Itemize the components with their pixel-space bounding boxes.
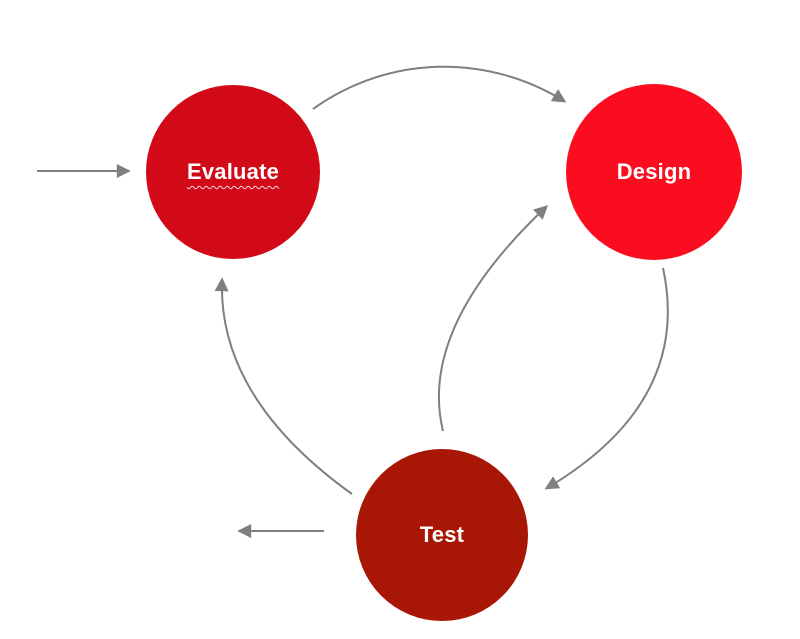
node-design: Design: [566, 84, 742, 260]
node-design-label: Design: [616, 159, 692, 184]
arrow-evaluate-to-design: [312, 65, 567, 110]
arrow-test-to-design: [437, 205, 549, 432]
node-test: Test: [356, 449, 528, 621]
node-evaluate: Evaluate: [146, 85, 320, 259]
arrow-test-to-evaluate: [214, 277, 353, 495]
arrow-design-to-test: [544, 267, 669, 490]
node-test-label: Test: [419, 522, 465, 547]
node-evaluate-label: Evaluate: [186, 159, 280, 184]
